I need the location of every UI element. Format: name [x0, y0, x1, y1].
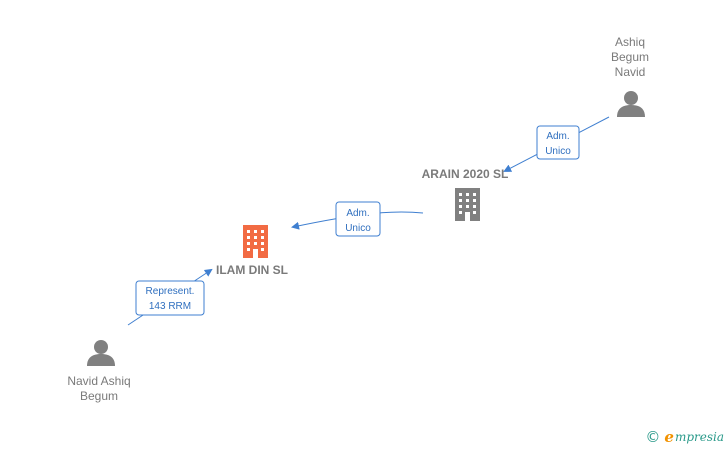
edge-label-line-1: Represent.	[146, 286, 195, 297]
person-name-line-1: Ashiq	[615, 35, 645, 49]
brand-e-letter: e	[664, 428, 674, 446]
edge-label-box[interactable]	[335, 201, 381, 237]
edge-label-line-2: Unico	[345, 223, 371, 234]
person-name-line-3: Navid	[615, 65, 646, 79]
edge-label-line-2: Unico	[545, 146, 571, 157]
edge-arain-to-ilam: Adm. Unico	[291, 201, 424, 237]
person-icon	[617, 91, 645, 117]
empresia-logo: © e mpresia	[645, 428, 724, 446]
company-name: ILAM DIN SL	[216, 263, 288, 277]
node-company-arain[interactable]: ARAIN 2020 SL	[422, 167, 509, 221]
brand-name: mpresia	[674, 430, 724, 444]
edge-label-box[interactable]	[135, 280, 205, 316]
building-icon	[455, 188, 480, 221]
person-name-line-1: Navid Ashiq	[67, 374, 130, 388]
person-name-line-2: Begum	[80, 389, 118, 403]
person-icon	[87, 340, 115, 366]
person-name-line-2: Begum	[611, 50, 649, 64]
node-person-bottom[interactable]: Navid Ashiq Begum	[67, 340, 131, 403]
edge-label-box[interactable]	[536, 125, 580, 160]
edge-top-to-arain: Adm. Unico	[503, 116, 610, 172]
edge-label-line-1: Adm.	[546, 131, 569, 142]
node-person-top[interactable]: Ashiq Begum Navid	[611, 35, 649, 117]
edge-bottom-to-ilam: Represent. 143 RRM	[127, 268, 213, 326]
node-company-ilam[interactable]: ILAM DIN SL	[216, 225, 288, 277]
company-name: ARAIN 2020 SL	[422, 167, 509, 181]
building-icon	[243, 225, 268, 258]
copyright-icon: ©	[645, 428, 661, 446]
edge-label-line-2: 143 RRM	[149, 301, 191, 312]
edge-label-line-1: Adm.	[346, 208, 369, 219]
